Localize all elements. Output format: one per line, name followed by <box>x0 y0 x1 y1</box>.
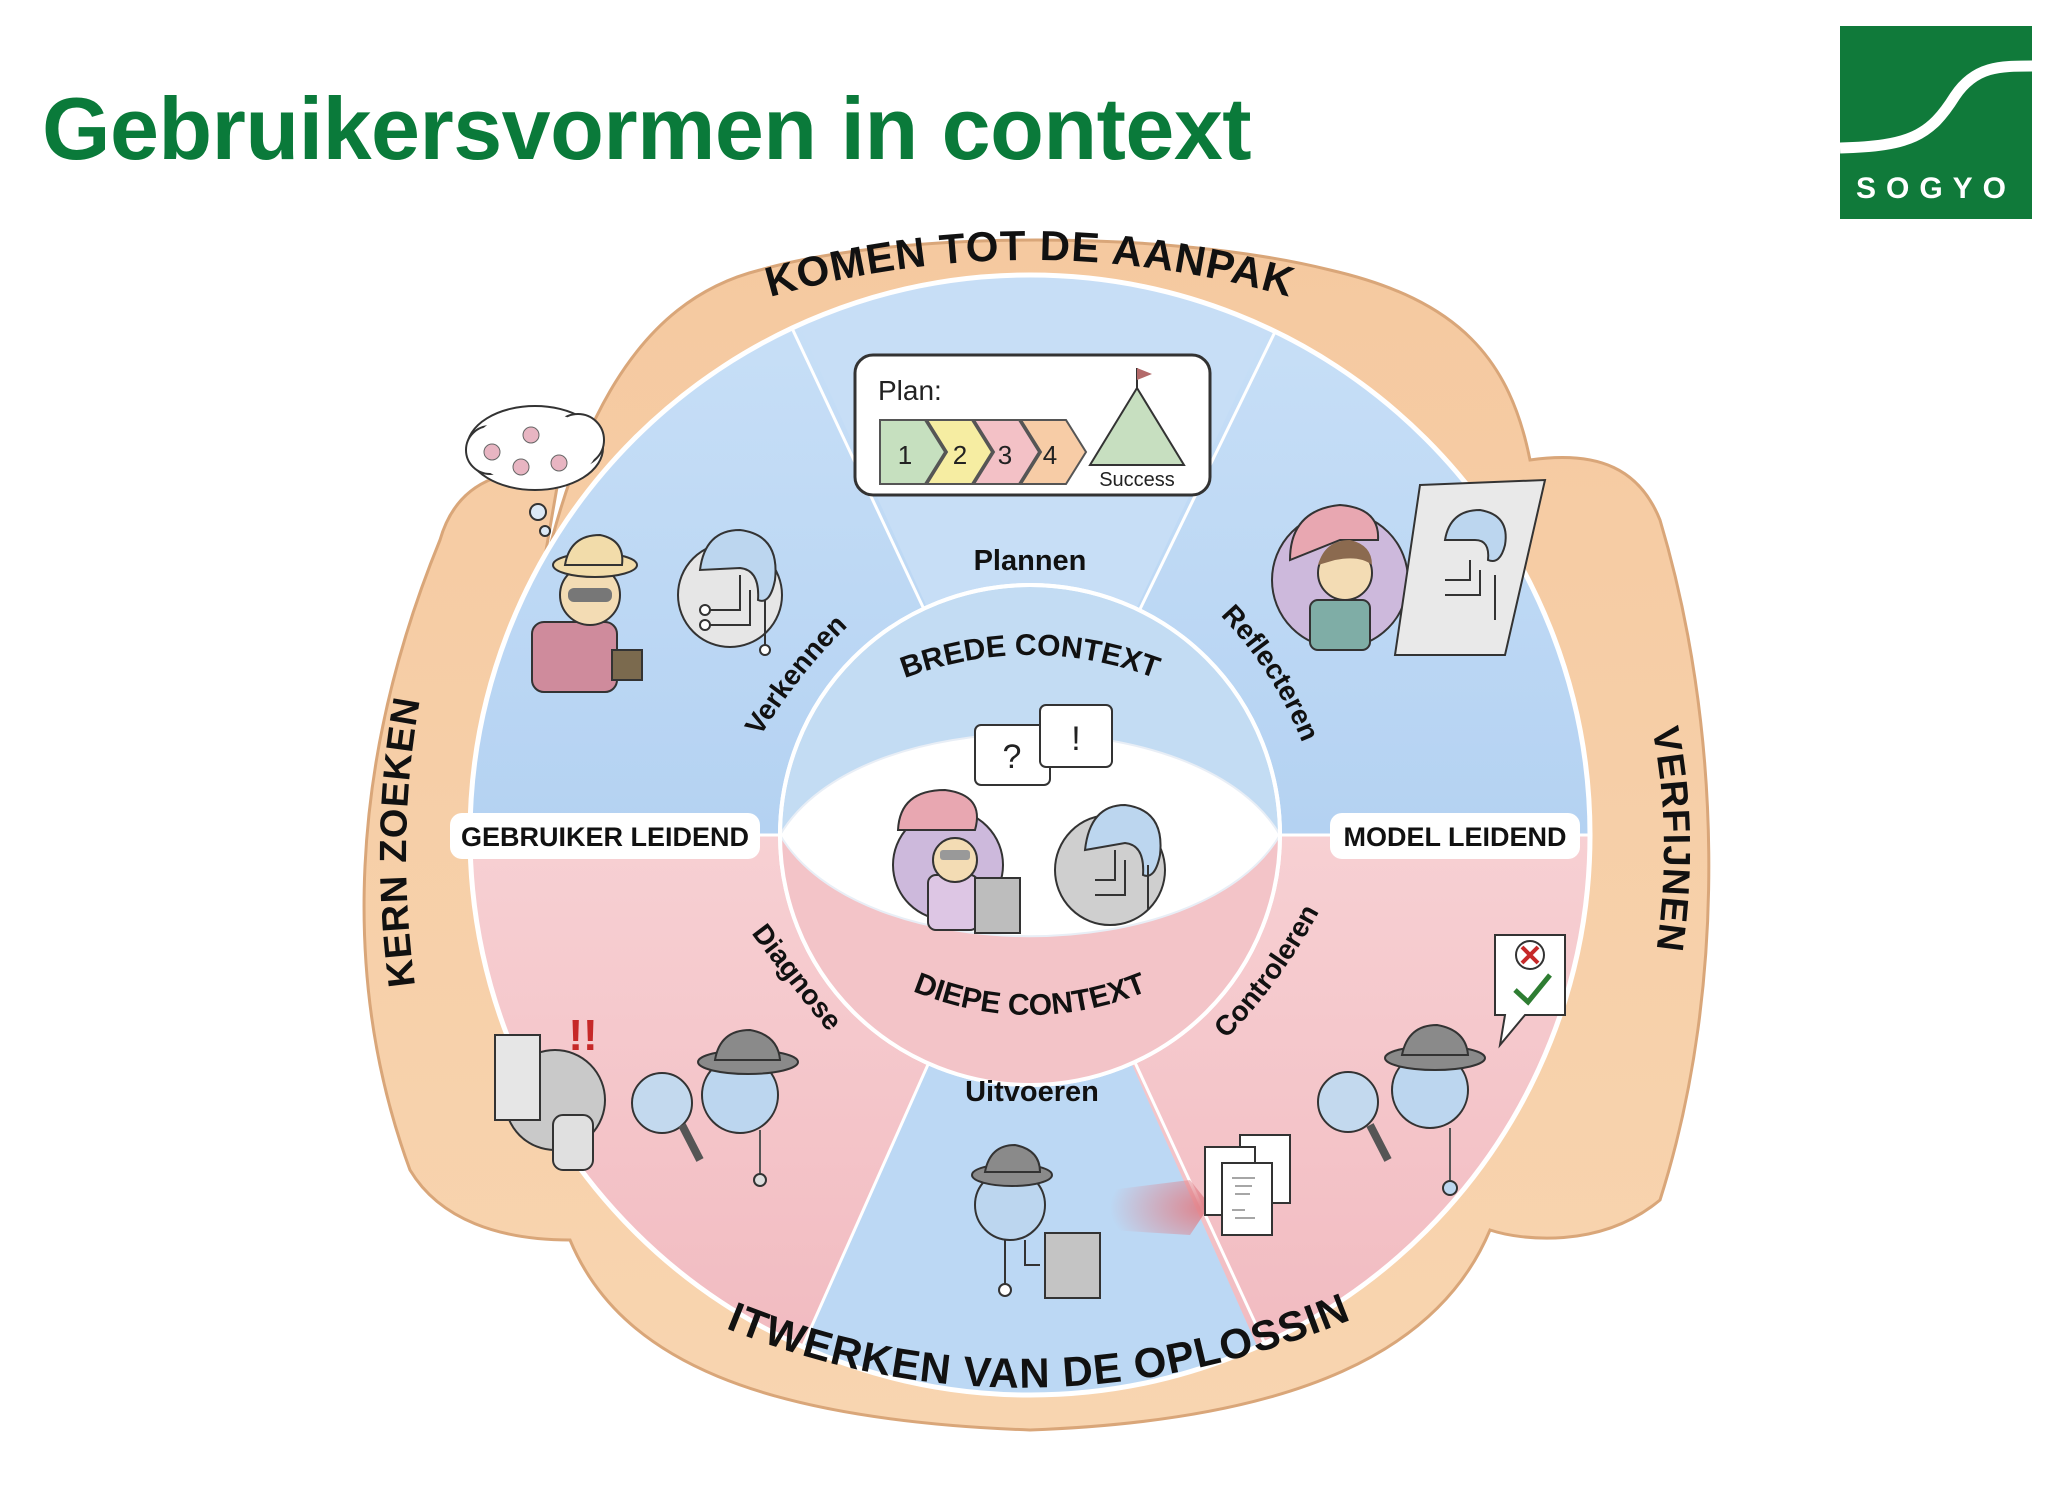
magnifier-icon <box>1317 1071 1392 1162</box>
mountain-flag-icon <box>1088 368 1186 466</box>
alert-mark: !! <box>568 1011 597 1060</box>
svg-text:?: ? <box>1003 738 1022 776</box>
sector-label-plannen: Plannen <box>974 545 1087 577</box>
plan-step-3: 3 <box>972 419 1041 485</box>
explorer-with-thought-cloud-icon <box>465 405 783 693</box>
person-with-mirror-icon <box>1271 478 1547 656</box>
detective-with-server-icon: !! <box>494 1011 799 1187</box>
plan-step-1: 1 <box>879 419 947 485</box>
plan-goal: Success <box>1099 469 1175 491</box>
question-bubble-icon: ? <box>974 724 1051 786</box>
plan-card: Plan: 1 2 3 4 Success <box>853 353 1212 497</box>
explorer-person-icon <box>531 533 643 693</box>
ai-with-laptop-icon <box>971 1134 1291 1299</box>
sector-label-uitvoeren: Uitvoeren <box>965 1076 1099 1108</box>
user-ai-conversation-icon: ? ! <box>892 704 1166 934</box>
thought-cloud-icon <box>465 405 605 537</box>
exclaim-bubble-icon: ! <box>1039 704 1113 768</box>
detective-with-checklist-icon <box>1317 934 1566 1196</box>
svg-text:GEBRUIKER LEIDEND: GEBRUIKER LEIDEND <box>461 822 749 852</box>
code-documents-icon <box>1204 1134 1291 1236</box>
svg-text:4: 4 <box>1043 440 1057 470</box>
axis-label-model-leidend: MODEL LEIDEND <box>1330 813 1580 859</box>
svg-text:3: 3 <box>998 440 1012 470</box>
plan-step-2: 2 <box>925 419 994 485</box>
logo-text: SOGYO <box>1856 172 2016 205</box>
axis-label-gebruiker-leidend: GEBRUIKER LEIDEND <box>450 813 760 859</box>
execute-arrow-icon <box>1110 1180 1210 1235</box>
ai-brain-icon <box>677 528 783 656</box>
sogyo-logo: SOGYO <box>1840 26 2032 219</box>
svg-text:MODEL LEIDEND: MODEL LEIDEND <box>1343 822 1566 852</box>
plan-heading: Plan: <box>878 375 942 406</box>
detective-ai-icon <box>697 1028 799 1187</box>
svg-text:2: 2 <box>953 440 967 470</box>
database-icon <box>552 1114 594 1171</box>
svg-text:1: 1 <box>898 440 912 470</box>
page-title: Gebruikersvormen in context <box>42 79 1252 178</box>
svg-text:!: ! <box>1071 720 1080 758</box>
check-bubble-icon <box>1494 934 1566 1049</box>
magnifier-icon <box>631 1072 704 1162</box>
plan-step-4: 4 <box>1019 419 1088 485</box>
